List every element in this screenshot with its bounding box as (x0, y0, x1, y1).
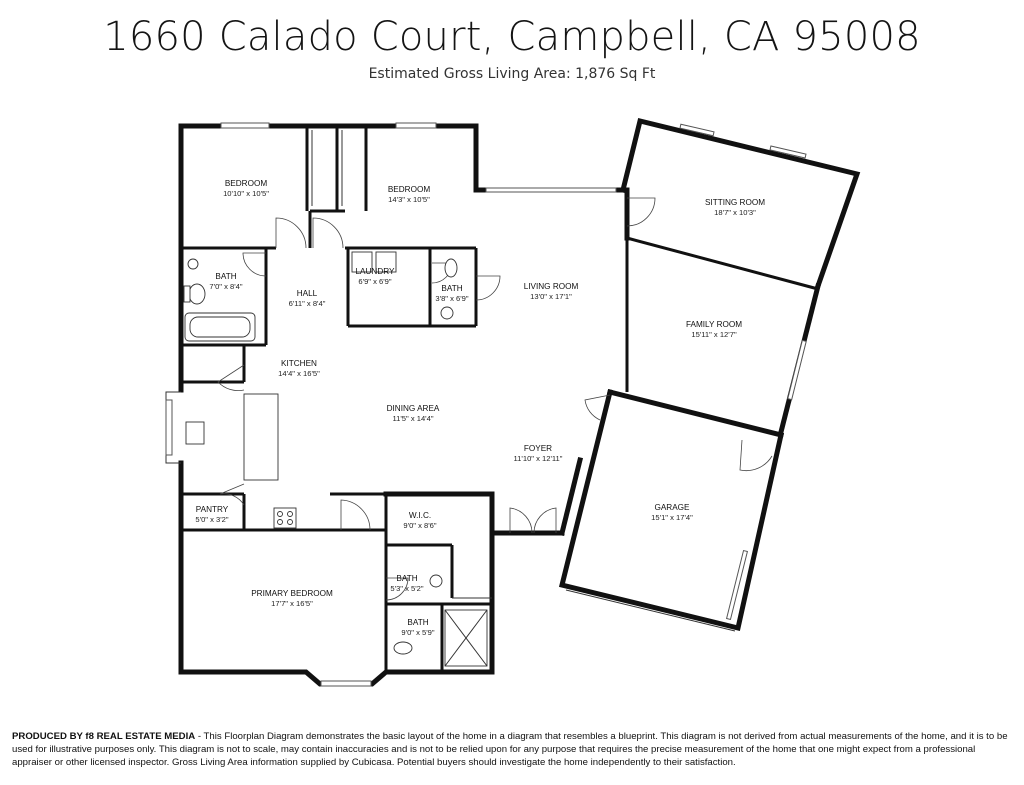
room-dims-pantry: 5'0" x 3'2" (195, 515, 229, 524)
doors (217, 197, 773, 601)
room-name-bath-3: BATH (396, 574, 417, 583)
room-name-laundry: LAUNDRY (356, 267, 396, 276)
room-name-bedroom-2: BEDROOM (388, 185, 430, 194)
window (395, 122, 437, 129)
disclaimer-text: PRODUCED BY f8 REAL ESTATE MEDIA - This … (12, 730, 1012, 769)
window (320, 680, 372, 687)
window (787, 339, 807, 401)
disclaimer-body: - This Floorplan Diagram demonstrates th… (12, 731, 1008, 768)
room-dims-kitchen: 14'4" x 16'5" (278, 369, 320, 378)
window (679, 123, 715, 137)
room-name-pantry: PANTRY (196, 505, 229, 514)
room-name-sitting-room: SITTING ROOM (705, 198, 765, 207)
room-name-kitchen: KITCHEN (281, 359, 317, 368)
room-dims-sitting-room: 18'7" x 10'3" (714, 208, 756, 217)
room-labels: BEDROOM 10'10" x 10'5" BEDROOM 14'3" x 1… (195, 179, 765, 637)
right-wing-walls (558, 117, 861, 632)
room-name-family-room: FAMILY ROOM (686, 320, 742, 329)
window (220, 122, 270, 129)
window (769, 145, 807, 159)
producer-credit: PRODUCED BY f8 REAL ESTATE MEDIA (12, 731, 196, 742)
room-dims-family-room: 15'11" x 12'7" (691, 330, 737, 339)
room-dims-garage: 15'1" x 17'4" (651, 513, 693, 522)
room-dims-hall: 6'11" x 8'4" (289, 299, 326, 308)
washer-icon (351, 251, 373, 273)
room-dims-bedroom-2: 14'3" x 10'5" (388, 195, 430, 204)
floorplan-diagram: BEDROOM 10'10" x 10'5" BEDROOM 14'3" x 1… (165, 117, 861, 687)
sliding-door (485, 187, 617, 193)
room-name-foyer: FOYER (524, 444, 552, 453)
room-name-bedroom-1: BEDROOM (225, 179, 267, 188)
sink-icon (440, 306, 454, 320)
room-dims-laundry: 6'9" x 6'9" (358, 277, 392, 286)
dryer-icon (375, 251, 397, 273)
room-name-bath-2: BATH (441, 284, 462, 293)
room-name-dining-area: DINING AREA (387, 404, 440, 413)
room-dims-bedroom-1: 10'10" x 10'5" (223, 189, 269, 198)
room-name-living-room: LIVING ROOM (524, 282, 579, 291)
room-dims-bath-2: 3'8" x 6'9" (435, 294, 469, 303)
room-dims-bath-1: 7'0" x 8'4" (209, 282, 243, 291)
fixtures (183, 251, 488, 667)
room-dims-bath-4: 9'0" x 5'9" (401, 628, 435, 637)
kitchen-sink-icon (185, 421, 205, 445)
room-dims-living-room: 13'0" x 17'1" (530, 292, 572, 301)
sink-icon (187, 258, 199, 270)
room-dims-primary-bedroom: 17'7" x 16'5" (271, 599, 313, 608)
room-name-primary-bedroom: PRIMARY BEDROOM (251, 589, 333, 598)
window (725, 549, 749, 621)
page-title: 1660 Calado Court, Campbell, CA 95008 (103, 14, 921, 60)
page-subtitle: Estimated Gross Living Area: 1,876 Sq Ft (368, 66, 656, 82)
room-dims-wic: 9'0" x 8'6" (403, 521, 437, 530)
toilet-icon (444, 258, 458, 278)
room-name-bath-1: BATH (215, 272, 236, 281)
toilet-icon (188, 283, 206, 305)
stove-icon (273, 507, 297, 529)
room-name-bath-4: BATH (407, 618, 428, 627)
room-dims-dining-area: 11'5" x 14'4" (392, 414, 433, 423)
room-dims-bath-3: 5'3" x 5'2" (390, 584, 424, 593)
window (165, 399, 173, 456)
sink-icon (429, 574, 443, 588)
room-name-hall: HALL (297, 289, 318, 298)
room-name-wic: W.I.C. (409, 511, 431, 520)
room-name-garage: GARAGE (654, 503, 690, 512)
room-dims-foyer: 11'10" x 12'11" (514, 454, 563, 463)
interior-walls (181, 126, 492, 672)
toilet-icon (393, 641, 413, 655)
kitchen-island (243, 393, 279, 481)
